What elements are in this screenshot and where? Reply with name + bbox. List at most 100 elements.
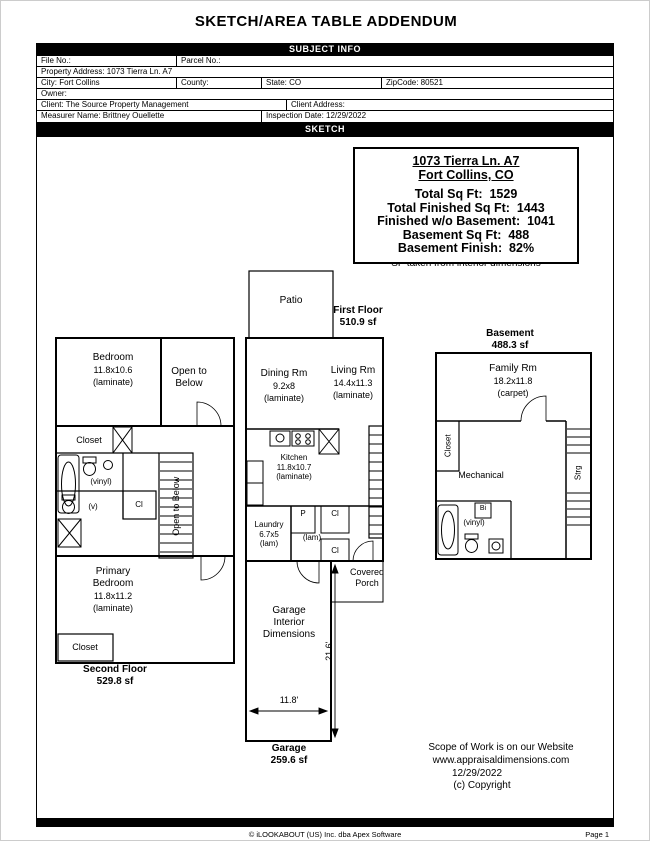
tub-icon (57, 454, 80, 514)
room-label-family: Family Rm 18.2x11.8 (carpet) (489, 363, 537, 399)
first-floor-stairs-icon (368, 425, 384, 539)
shaft-x-icon (112, 426, 133, 454)
label-bi: Bi (479, 505, 487, 512)
counter-icon (246, 482, 264, 506)
room-name: Living Rm (330, 365, 376, 376)
label-mechanical: Mechanical (458, 470, 504, 480)
footer-copyright: © iLOOKABOUT (US) Inc. dba Apex Software (248, 830, 402, 839)
subject-info-section-header: SUBJECT INFO (36, 43, 614, 56)
label-covered-porch: Covered Porch (349, 567, 385, 588)
shaft-x-icon (318, 428, 340, 455)
room-name: Laundry (254, 520, 284, 529)
second-floor-stairs-icon (160, 461, 192, 553)
first-floor-title: First Floor (333, 305, 383, 316)
first-floor-walls (245, 270, 384, 742)
room-finish: (laminate) (332, 390, 373, 400)
room-dims: 14.4x11.3 (333, 378, 373, 388)
room-label-laundry: Laundry 6.7x5 (lam) (255, 520, 284, 549)
label-basement-closet: Closet (443, 434, 453, 458)
label-closet-upper: Closet (76, 435, 102, 445)
toilet-icon (464, 533, 479, 553)
field-city: City: Fort Collins (37, 78, 177, 88)
second-floor-area: 529.8 sf (96, 676, 134, 687)
room-dims: 9.2x8 (272, 381, 296, 391)
room-label-living: Living Rm 14.4x11.3 (laminate) (331, 365, 375, 401)
first-floor-interior (246, 425, 384, 584)
scope-copyright: (c) Copyright (453, 780, 511, 791)
door-arc (200, 555, 226, 581)
summary-total-finished-sqft: Total Finished Sq Ft: 1443 (387, 200, 545, 215)
subject-info-table: File No.: Parcel No.: Property Address: … (36, 56, 614, 123)
label-garage-interior: Garage Interior Dimensions (262, 605, 316, 640)
second-floor-walls (55, 337, 235, 664)
subject-row-1: File No.: Parcel No.: (37, 56, 613, 67)
room-name: Bedroom (92, 352, 134, 363)
door-arc (352, 540, 374, 562)
garage-title: Garage (271, 743, 307, 754)
door-arc (520, 395, 547, 422)
label-storage: Strg (573, 465, 583, 481)
subject-row-3: City: Fort Collins County: State: CO Zip… (37, 78, 613, 89)
scope-website: www.appraisaldimensions.com (432, 755, 570, 766)
label-vinyl-basement: (vinyl) (463, 518, 485, 527)
label-stairs-open-to-below: Open to Below (170, 476, 181, 536)
room-finish: (laminate) (92, 603, 133, 613)
door-arc (296, 560, 320, 584)
subject-row-5: Client: The Source Property Management C… (37, 100, 613, 111)
pantry-box (290, 505, 316, 534)
room-finish: (laminate) (92, 377, 134, 387)
label-cl-bottom: Cl (331, 546, 339, 555)
room-name: Dining Rm (260, 368, 308, 379)
field-inspection-date: Inspection Date: 12/29/2022 (266, 111, 367, 120)
label-closet-lower: Closet (72, 642, 98, 652)
scope-date: 12/29/2022 (451, 768, 503, 779)
basement-walls (435, 352, 592, 560)
sketch-section-header: SKETCH (36, 123, 614, 136)
covered-porch-outline (330, 560, 384, 603)
shower-icon (57, 518, 82, 548)
label-hall-lam: (lam) (302, 533, 322, 542)
room-dims: 11.8x10.6 (93, 365, 133, 375)
first-floor-area: 510.9 sf (339, 317, 377, 328)
room-finish: (laminate) (276, 472, 312, 481)
room-label-bedroom: Bedroom 11.8x10.6 (laminate) (93, 352, 134, 388)
field-owner: Owner: (41, 89, 67, 98)
second-floor-fixtures (57, 401, 226, 581)
label-pantry: P (300, 509, 306, 518)
field-zipcode: ZipCode: 80521 (386, 78, 443, 87)
room-dims: 18.2x11.8 (493, 376, 533, 386)
stove-icon (291, 430, 315, 447)
room-label-primary-bedroom: Primary Bedroom 11.8x11.2 (laminate) (81, 566, 145, 614)
room-dims: 6.7x5 (259, 529, 279, 539)
dimension-depth-label: 21.6' (323, 641, 334, 661)
field-state: State: CO (262, 78, 382, 88)
door-arc (196, 401, 222, 427)
label-patio: Patio (279, 295, 303, 306)
label-v: (v) (88, 502, 98, 511)
footer-page-number: Page 1 (585, 830, 609, 839)
label-cl-2f: Cl (135, 500, 143, 509)
sketch-canvas-border (36, 136, 614, 819)
label-open-to-below: Open to Below (171, 366, 207, 389)
tub-icon (437, 504, 459, 556)
room-dims: 11.8x10.7 (276, 462, 312, 472)
closet-box (320, 538, 350, 562)
built-in-box (474, 502, 492, 519)
room-dims: 11.8x11.2 (93, 591, 133, 601)
scope-line-1: Scope of Work is on our Website (428, 742, 574, 753)
room-finish: (lam) (259, 539, 279, 548)
summary-finished-wo-basement: Finished w/o Basement: 1041 (377, 214, 555, 229)
label-cl-top: Cl (331, 509, 339, 518)
dimension-width-label: 11.8' (279, 695, 299, 705)
field-client-address: Client Address: (291, 100, 345, 109)
garage-dimension-lines (248, 563, 339, 739)
kitchen-sink-icon (269, 430, 291, 447)
room-label-kitchen: Kitchen 11.8x10.7 (laminate) (276, 453, 312, 482)
summary-basement-sqft: Basement Sq Ft: 488 (402, 227, 530, 242)
subject-row-4: Owner: (37, 89, 613, 100)
toilet-icon (82, 456, 97, 476)
summary-address-line1: 1073 Tierra Ln. A7 (412, 154, 520, 168)
closet-box (320, 505, 350, 534)
